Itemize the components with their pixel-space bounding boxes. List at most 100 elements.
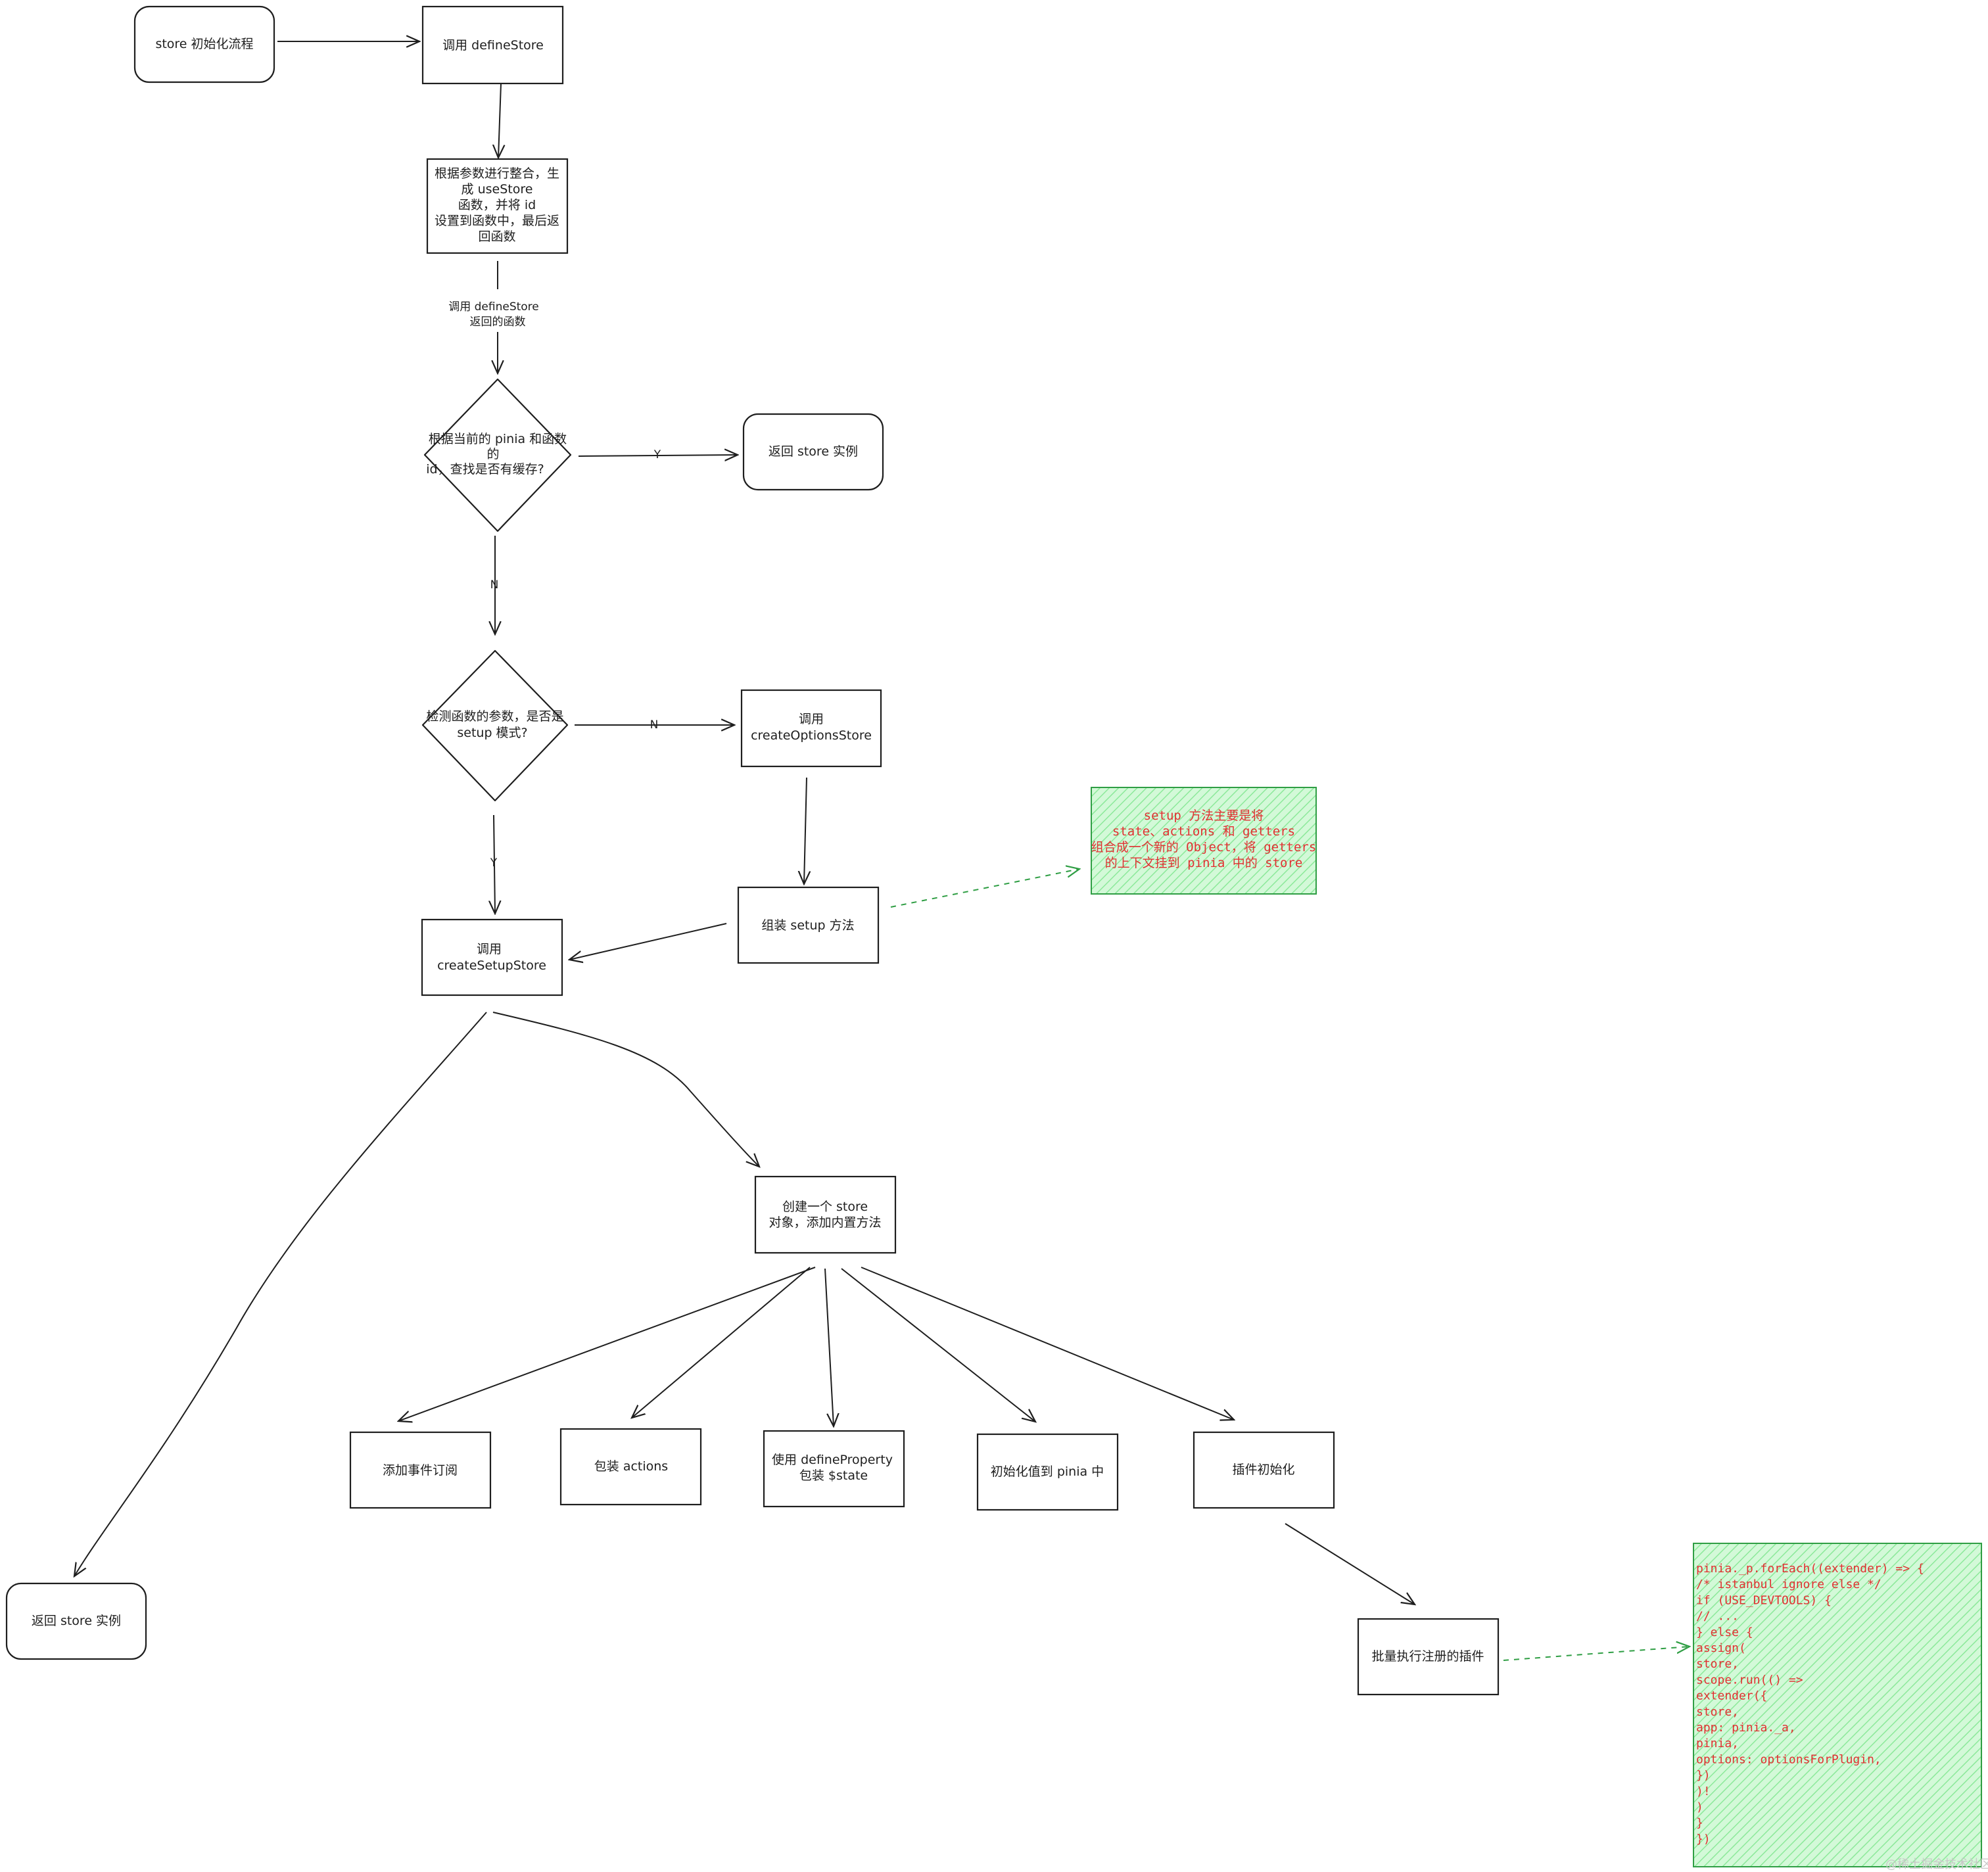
edge-setupstore-to-return xyxy=(74,1012,487,1576)
code-line: scope.run(() => xyxy=(1696,1673,1803,1687)
code-lines: pinia._p.forEach((extender) => { /* ista… xyxy=(1696,1562,1924,1846)
code-line: extender({ xyxy=(1696,1689,1767,1703)
edge-label-setup-yes: Y xyxy=(490,856,498,870)
node-label-line1: 调用 xyxy=(477,942,502,956)
decision-label-line1: 检测函数的参数，是否是 xyxy=(426,709,563,724)
note-box xyxy=(1091,787,1317,895)
node-shape xyxy=(754,1175,897,1254)
node-label-line2: 包装 $state xyxy=(799,1468,868,1483)
note-line4: 的上下文挂到 pinia 中的 store xyxy=(1105,856,1303,870)
node-shape xyxy=(763,1430,905,1508)
node-label: 返回 store 实例 xyxy=(769,444,858,459)
node-label-line5: 回函数 xyxy=(478,229,515,244)
node-shape xyxy=(1193,1431,1335,1509)
decision-shape xyxy=(421,649,569,802)
flow-node-start: store 初始化流程 xyxy=(133,5,275,83)
node-label-line2: 对象，添加内置方法 xyxy=(769,1215,881,1230)
edge-create-to-initpinia xyxy=(841,1268,1035,1422)
node-label-line2: createSetupStore xyxy=(437,958,546,973)
node-shape xyxy=(426,158,569,254)
code-line: app: pinia._a, xyxy=(1696,1721,1796,1735)
node-shape xyxy=(740,689,882,768)
flow-node-assemble-setup: 组装 setup 方法 xyxy=(737,886,880,964)
edge-create-to-actions xyxy=(632,1267,811,1418)
flow-node-define-property: 使用 defineProperty 包装 $state xyxy=(763,1430,905,1508)
node-label: 调用 defineStore xyxy=(442,38,544,53)
decision-label-line3: id，查找是否有缓存? xyxy=(426,462,544,477)
code-line: } xyxy=(1696,1816,1703,1830)
edge-options-to-assemble xyxy=(804,777,807,884)
code-line: options: optionsForPlugin, xyxy=(1696,1752,1882,1766)
node-shape xyxy=(5,1582,147,1660)
code-line: ) xyxy=(1696,1800,1703,1814)
note-setup-explanation: setup 方法主要是将 state、actions 和 getters 组合成… xyxy=(1091,787,1317,895)
node-label-line1: 创建一个 store xyxy=(782,1200,868,1214)
node-label: 初始化值到 pinia 中 xyxy=(991,1464,1104,1479)
node-label: store 初始化流程 xyxy=(155,37,253,51)
watermark-text: @稀土掘金技术社区 xyxy=(1885,1858,1988,1871)
node-label-line2: createOptionsStore xyxy=(751,728,872,743)
node-label-line3: 函数，并将 id xyxy=(458,198,536,212)
flow-node-return-store-bottom: 返回 store 实例 xyxy=(5,1582,147,1660)
node-shape xyxy=(421,918,563,996)
note-box xyxy=(1693,1543,1982,1867)
code-line: )! xyxy=(1696,1785,1711,1798)
node-label: 返回 store 实例 xyxy=(32,1614,121,1628)
node-label-line2: 成 useStore xyxy=(462,182,533,197)
flow-node-integrate-params: 根据参数进行整合，生 成 useStore 函数，并将 id 设置到函数中，最后… xyxy=(426,158,569,254)
node-label: 包装 actions xyxy=(594,1459,668,1474)
code-line: assign( xyxy=(1696,1641,1746,1655)
note-plugin-code: pinia._p.forEach((extender) => { /* ista… xyxy=(1693,1543,1982,1867)
flow-decision-check-setup: 检测函数的参数，是否是 setup 模式? xyxy=(421,649,569,802)
flow-node-init-into-pinia: 初始化值到 pinia 中 xyxy=(976,1433,1119,1511)
edge-labels: 调用 defineStore 返回的函数 Y N N Y xyxy=(431,294,661,870)
edges xyxy=(74,41,1690,1661)
edge-label-call-returned-line2: 返回的函数 xyxy=(470,316,526,329)
node-label-line4: 设置到函数中，最后返 xyxy=(435,214,559,228)
edge-label-cache-yes: Y xyxy=(653,448,661,461)
flow-node-call-define-store: 调用 defineStore xyxy=(421,5,564,85)
code-line: }) xyxy=(1696,1832,1711,1846)
decision-label-line1: 根据当前的 pinia 和函数 xyxy=(429,432,567,446)
edge-setupstore-to-create xyxy=(492,1012,759,1167)
edge-assemble-to-note xyxy=(890,869,1079,908)
note-line3: 组合成一个新的 Object，将 getters xyxy=(1091,840,1317,854)
flow-decision-check-cache: 根据当前的 pinia 和函数 的 id，查找是否有缓存? xyxy=(423,378,572,532)
node-shape xyxy=(1357,1618,1500,1696)
decision-label-line2: 的 xyxy=(486,447,499,461)
node-shape xyxy=(559,1428,702,1506)
edge-setup-yes xyxy=(494,814,495,914)
node-label: 组装 setup 方法 xyxy=(761,918,854,933)
flow-node-return-store-top: 返回 store 实例 xyxy=(742,413,884,491)
decision-label-line2: setup 模式? xyxy=(457,726,527,740)
edge-assemble-to-setupstore xyxy=(569,923,727,960)
edge-create-to-plugininit xyxy=(861,1267,1234,1420)
code-line: store, xyxy=(1696,1705,1739,1719)
node-shape xyxy=(349,1431,492,1509)
node-shape xyxy=(742,413,884,491)
node-label-line1: 根据参数进行整合，生 xyxy=(435,166,559,181)
code-line: if (USE_DEVTOOLS) { xyxy=(1696,1593,1832,1607)
node-shape xyxy=(737,886,880,964)
node-shape xyxy=(421,5,564,85)
flow-node-create-store-object: 创建一个 store 对象，添加内置方法 xyxy=(754,1175,897,1254)
code-line: pinia._p.forEach((extender) => { xyxy=(1696,1562,1924,1576)
decision-shape xyxy=(423,378,572,532)
flow-node-batch-plugins: 批量执行注册的插件 xyxy=(1357,1618,1500,1696)
edge-create-to-defineproperty xyxy=(824,1268,834,1426)
edge-label-cache-no: N xyxy=(490,578,499,592)
edge-cache-yes xyxy=(578,455,738,456)
flow-node-plugin-init: 插件初始化 xyxy=(1193,1431,1335,1509)
edge-label-call-returned-line1: 调用 defineStore xyxy=(448,300,539,314)
flow-node-create-setup-store: 调用 createSetupStore xyxy=(421,918,563,996)
node-shape xyxy=(976,1433,1119,1511)
code-line: // ... xyxy=(1696,1610,1739,1624)
edge-plugininit-to-batch xyxy=(1285,1523,1415,1604)
node-label-line1: 使用 defineProperty xyxy=(772,1453,893,1467)
code-line: /* istanbul ignore else */ xyxy=(1696,1578,1882,1591)
node-label: 插件初始化 xyxy=(1232,1463,1294,1477)
flow-node-create-options-store: 调用 createOptionsStore xyxy=(740,689,882,768)
node-shape xyxy=(133,5,275,83)
node-label: 添加事件订阅 xyxy=(383,1463,458,1478)
